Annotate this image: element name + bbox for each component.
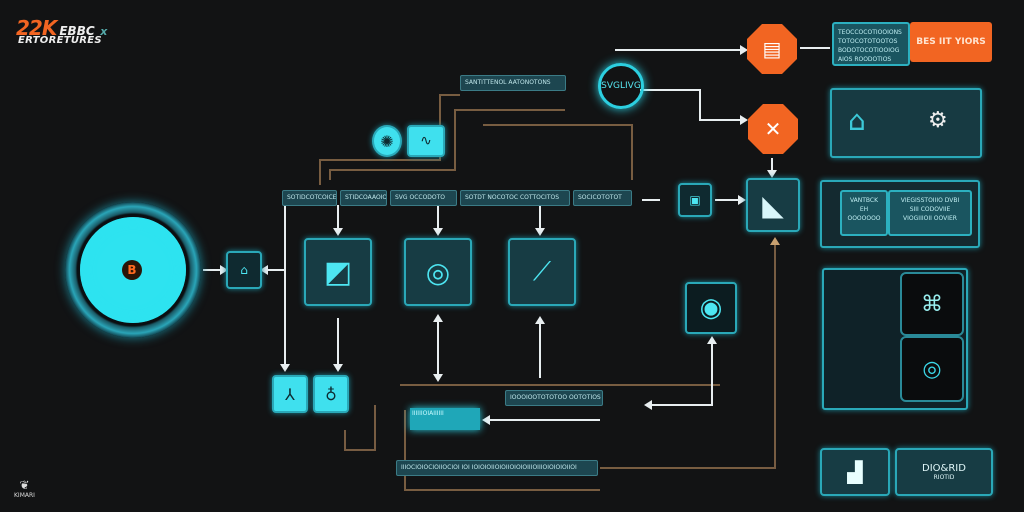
graph-icon: ⟋ [532, 256, 552, 287]
target-icon: ◉ [699, 293, 723, 323]
id-card-sub: RIOTID [933, 474, 955, 481]
label-segment: STIDCOAAOIO [340, 190, 387, 206]
info-left-box: VANTBCK EH OOOOOOO [840, 190, 888, 236]
logo-subtitle: ERTORETURES [18, 35, 102, 46]
logo-word: EBBC [59, 24, 95, 38]
text-line: TOTOCOTOTOOTOS [838, 38, 898, 45]
arrowhead [260, 265, 268, 275]
action-button[interactable]: BES IIT YIORS [910, 22, 992, 62]
arrow-line [640, 89, 740, 121]
connector-line [319, 94, 460, 185]
corner-mark: ❦ KIMARI [14, 478, 35, 499]
arrowhead [740, 45, 748, 55]
bottom-label-bar: IIIOCIOIOCIOIIOCIOI IOI IOIOIOIIOIOIIOIO… [396, 460, 598, 476]
arrowhead [644, 400, 652, 410]
arrowhead [433, 228, 443, 236]
text-line: SIII CODOVIIE [909, 206, 951, 213]
arrowhead [738, 195, 746, 205]
chart-icon: ▟ [847, 460, 863, 484]
document-icon: ◣ [762, 188, 784, 222]
text-line: EH [859, 206, 869, 213]
chip-icon: ⌂ [240, 263, 248, 277]
arrowhead [280, 364, 290, 372]
text-line: OOOOOOO [847, 215, 881, 222]
arrowhead [767, 170, 777, 178]
split-square-icon: ◩ [323, 254, 353, 290]
small-node[interactable]: ▣ [678, 183, 712, 217]
arrowhead [535, 228, 545, 236]
arrowhead [707, 336, 717, 344]
center-node[interactable]: SVGLIVG [598, 63, 644, 109]
connector-line [483, 124, 633, 180]
pin-icon[interactable]: ♁ [313, 375, 349, 413]
text-line: AIOS ROODOTIOS [838, 56, 892, 63]
label-segment: SOTDT NOCOTOC COTTOCITOS [460, 190, 570, 206]
gear-icon: ◎ [425, 255, 451, 289]
arrowhead [433, 374, 443, 382]
text-line: BODOTOCOTIOOIOG [838, 47, 900, 54]
label-segment: SVG OCCODOTO [390, 190, 457, 206]
chart-card[interactable]: ▟ [820, 448, 890, 496]
arrow-line [650, 340, 713, 406]
bag-icon: ⌂ [848, 104, 866, 137]
info-right-box: VIEGISSTOIIIO DVBI SIII CODOVIIE VIOGIII… [888, 190, 972, 236]
arrowhead [740, 115, 748, 125]
chip-node[interactable]: ⌂ [226, 251, 262, 289]
leaf-icon: ❦ [19, 478, 30, 492]
text-line: VIEGISSTOIIIO DVBI [900, 197, 960, 204]
arrowhead [535, 316, 545, 324]
center-node-label: SVGLIVG [601, 81, 641, 91]
label-segment: SOTIDCOTCOICE [282, 190, 337, 206]
top-label-bar: SANTITTENOL AATONOTONS [460, 75, 566, 91]
label-segment: SOCICOTOTOT [573, 190, 632, 206]
document-node[interactable]: ◣ [746, 178, 800, 232]
logo-number: 22K [16, 16, 57, 40]
logo-mark: x [100, 25, 108, 38]
octagon-tools-icon[interactable]: ✕ [748, 104, 798, 154]
id-card-title: DIO&RID [922, 463, 966, 474]
split-square-node[interactable]: ◩ [304, 238, 372, 306]
connector-line [329, 109, 565, 180]
id-card[interactable]: DIO&RID RIOTID [895, 448, 993, 496]
top-right-textbox: TEOCCOCOTIOOIONS TOTOCOTOTOOTOS BODOTOCO… [832, 22, 910, 66]
corner-mark-label: KIMARI [14, 492, 35, 499]
lower-label-bar: IOOOIOOTOTOTOO OOTOTIOS IOTD [505, 390, 603, 406]
branch-icon[interactable]: ⅄ [272, 375, 308, 413]
circuit-icon: ⌘ [900, 272, 964, 336]
info-panel: VANTBCK EH OOOOOOO VIEGISSTOIIIO DVBI SI… [820, 180, 980, 248]
gears-icon: ⚙ [928, 108, 948, 133]
connector-line [344, 405, 376, 451]
arrowhead [482, 415, 490, 425]
text-line: VIOGIIIOII OOVIER [903, 215, 957, 222]
arrowhead [770, 237, 780, 245]
text-line: VANTBCK [849, 197, 879, 204]
connector-line [404, 410, 600, 491]
octagon-receipt-icon[interactable]: ▤ [747, 24, 797, 74]
arrowhead [333, 228, 343, 236]
text-line: TEOCCOCOTIOOIONS [838, 29, 902, 36]
tools-panel: ⌂ ⚙ [830, 88, 982, 158]
connector-line [600, 240, 776, 469]
target-icon: ◎ [900, 336, 964, 402]
arrowhead [433, 314, 443, 322]
arrowhead [333, 364, 343, 372]
fan-icon[interactable]: ✺ [372, 125, 402, 157]
circuit-panel: ⌘ ◎ [822, 268, 968, 410]
wave-icon[interactable]: ∿ [407, 125, 445, 157]
arrowhead [220, 265, 228, 275]
box-icon: ▣ [689, 193, 701, 207]
graph-node[interactable]: ⟋ [508, 238, 576, 306]
gear-node[interactable]: ◎ [404, 238, 472, 306]
core-badge: B [122, 260, 142, 280]
glow-box: IIIIIIOIAIIIIII [410, 408, 480, 430]
target-node[interactable]: ◉ [685, 282, 737, 334]
